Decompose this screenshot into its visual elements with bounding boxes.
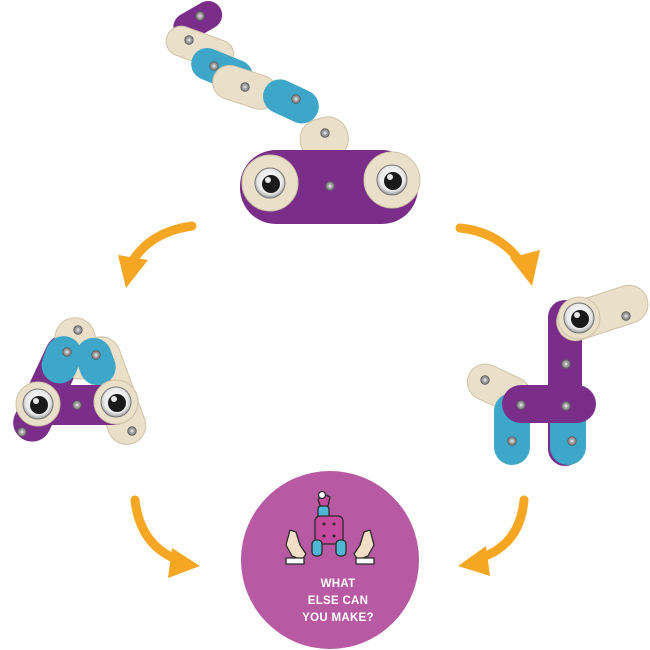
- arrowheads: [118, 250, 540, 578]
- what-else-badge[interactable]: [241, 471, 419, 649]
- cta-line-1: WHAT: [320, 578, 356, 590]
- curved-arrow-icon: [127, 221, 529, 565]
- cta-line-2: ELSE CAN: [307, 595, 369, 607]
- felt-snake-toy: [165, 1, 421, 224]
- cta-line-3: YOU MAKE?: [302, 612, 374, 624]
- felt-giraffe-toy: [466, 284, 649, 466]
- felt-letter-a-toy: [13, 317, 147, 445]
- hands-holding-robot-icon: [285, 490, 375, 565]
- cta-label: WHAT ELSE CAN YOU MAKE?: [272, 576, 404, 627]
